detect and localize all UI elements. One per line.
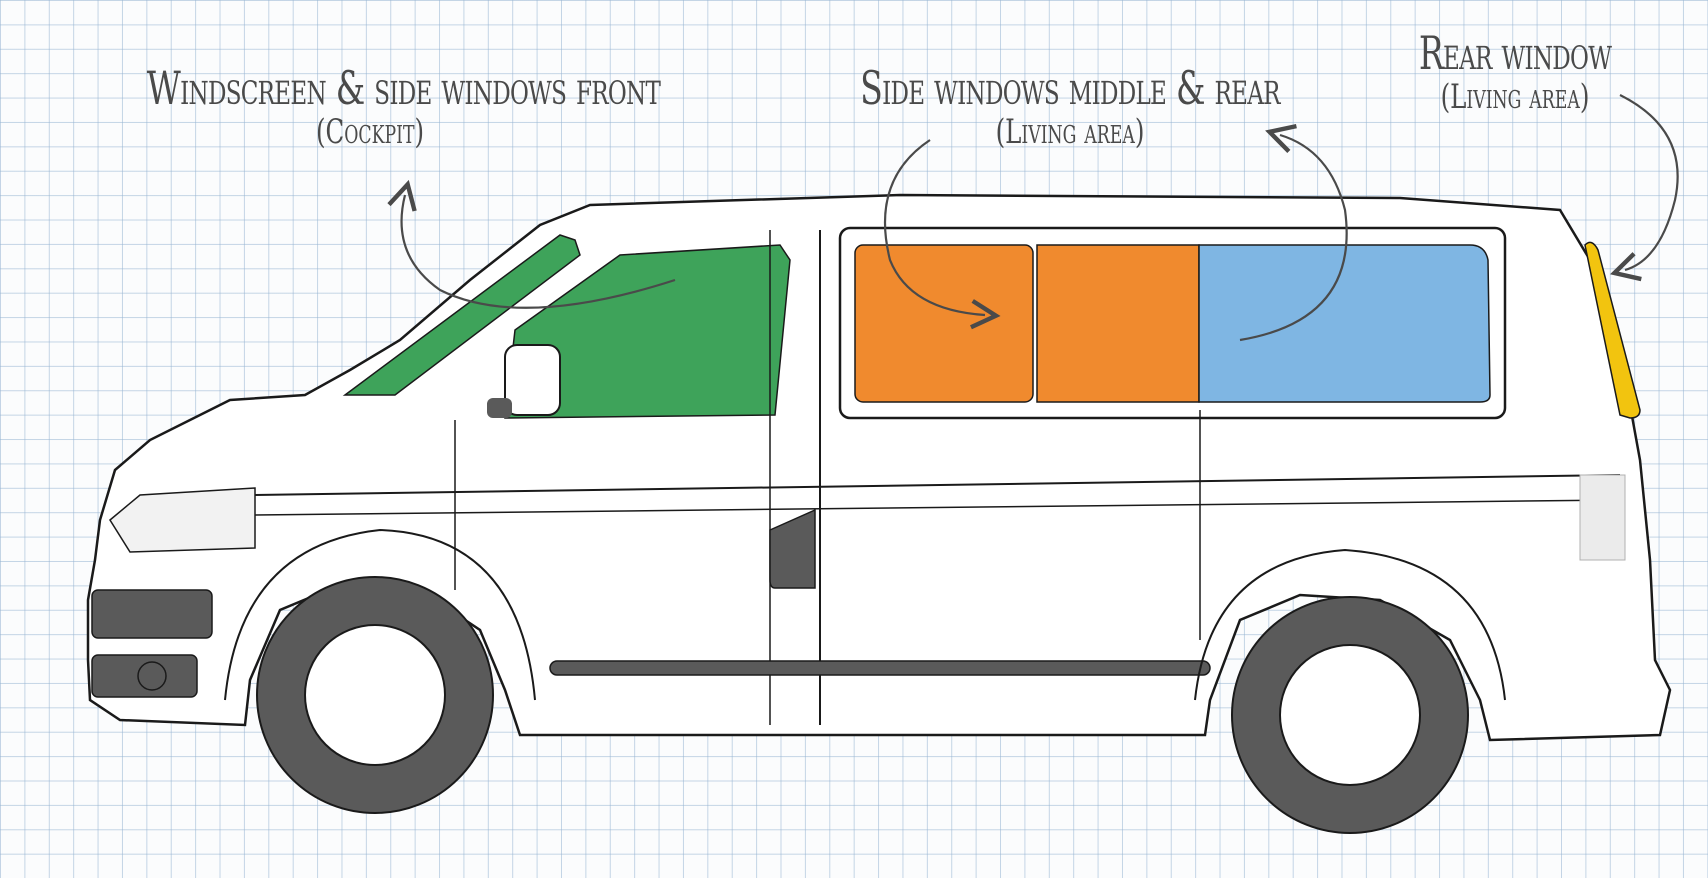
middle-window-1: [854, 244, 1034, 403]
label-middle-subtitle: (Living area): [995, 112, 1145, 152]
label-rear: Rear window (Living area): [1380, 30, 1650, 114]
label-front: Windscreen & side windows front (Cockpit…: [60, 65, 680, 149]
rear-wheel: [1231, 596, 1469, 834]
body-line: [254, 499, 1621, 516]
body-line: [254, 474, 1621, 496]
arrow-rear: [1620, 94, 1679, 270]
label-middle-title: Side windows middle & rear: [860, 61, 1280, 115]
rear-window: [1584, 241, 1641, 419]
side-rub-strip: [549, 660, 1211, 676]
front-wheel: [256, 576, 494, 814]
label-rear-title: Rear window: [1418, 26, 1612, 80]
headlight: [109, 487, 256, 553]
label-front-subtitle: (Cockpit): [315, 112, 425, 152]
rear-wheel-arch: [1194, 548, 1506, 701]
fog-light: [137, 661, 167, 691]
side-mirror: [504, 344, 561, 416]
front-wheel-arch: [224, 528, 536, 701]
grille: [91, 589, 213, 639]
arrow-middle-right: [1239, 135, 1348, 342]
arrow-middle-left: [883, 139, 985, 315]
tail-light: [1579, 474, 1626, 561]
label-rear-subtitle: (Living area): [1440, 77, 1590, 117]
window-frame: [838, 226, 1507, 420]
door-handle: [769, 508, 816, 589]
label-middle: Side windows middle & rear (Living area): [770, 65, 1370, 149]
windscreen: [342, 234, 581, 396]
mirror-base: [487, 398, 512, 418]
label-front-title: Windscreen & side windows front: [146, 61, 661, 115]
rear-side-window: [1198, 244, 1491, 403]
arrow-front: [402, 195, 676, 309]
middle-window-2: [1036, 244, 1200, 403]
